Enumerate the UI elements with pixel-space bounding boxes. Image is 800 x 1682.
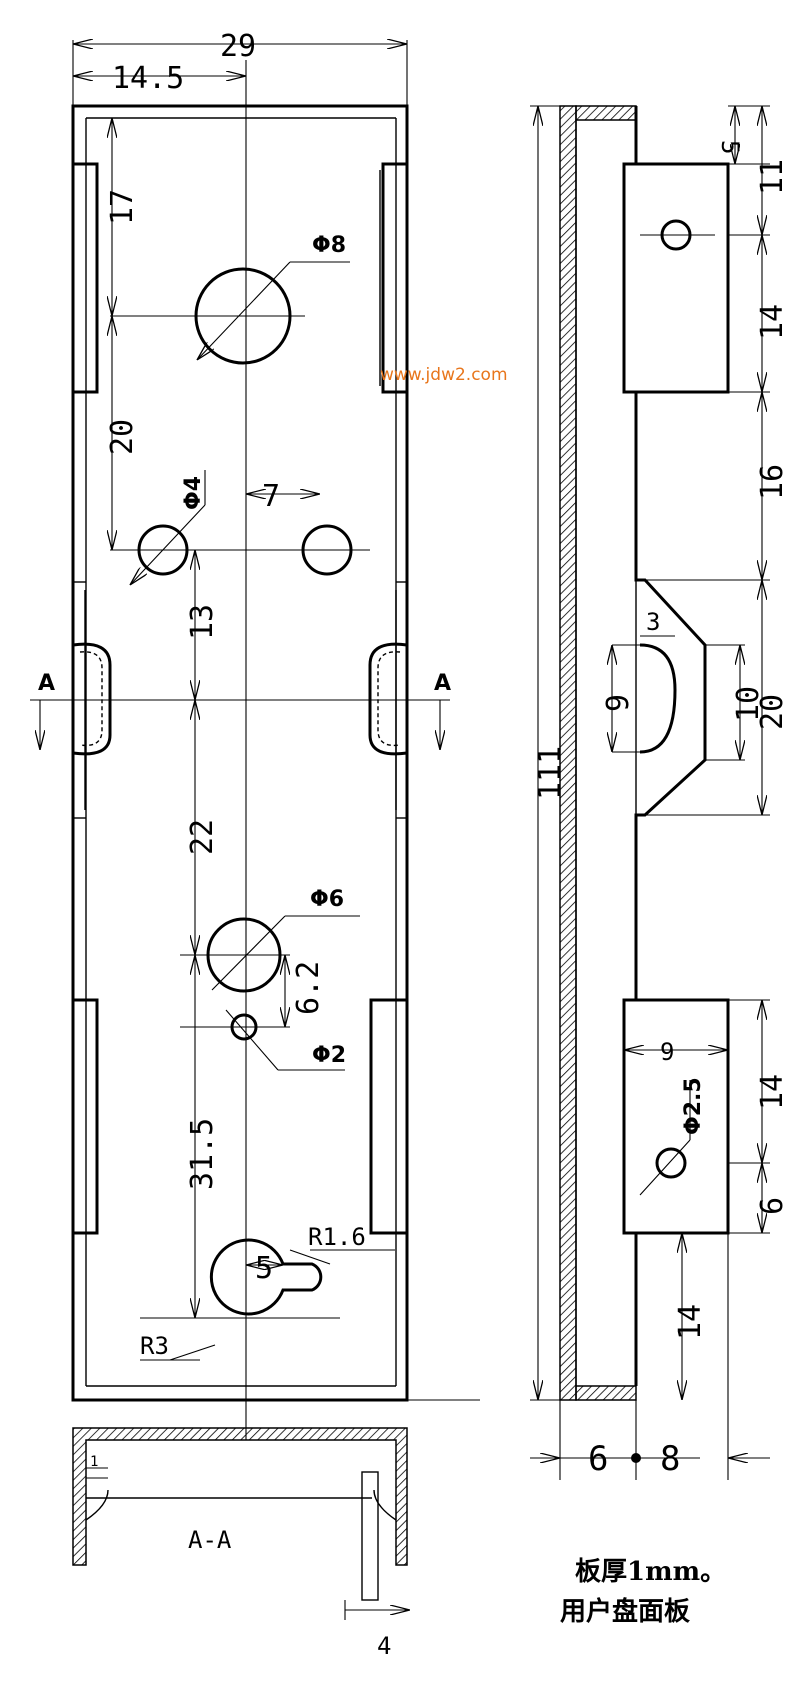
left-flange-top <box>71 162 99 394</box>
note-thickness: 板厚1mm。 <box>575 1557 726 1587</box>
side-dim-111: 111 <box>533 746 568 800</box>
dim-7: 7 <box>262 479 280 514</box>
dim-14-5: 14.5 <box>112 61 184 96</box>
dim-22: 22 <box>185 819 220 855</box>
right-latch <box>368 642 408 756</box>
label-d4: Φ4 <box>181 476 206 510</box>
right-flange-top <box>381 162 409 394</box>
dim-20: 20 <box>105 419 140 455</box>
side-dim-3: 3 <box>646 608 660 636</box>
side-dim-14-bottom: 14 <box>673 1304 708 1340</box>
dim-4: 4 <box>377 1632 391 1660</box>
watermark: www.jdw2.com <box>380 365 508 385</box>
side-dim-8-bottom: 8 <box>660 1439 680 1479</box>
side-label-d2-5: Φ2.5 <box>681 1077 706 1135</box>
side-dim-6-small: 6 <box>755 1197 790 1215</box>
dim-31-5: 31.5 <box>185 1118 220 1190</box>
label-d8: Φ8 <box>312 233 346 258</box>
side-bracket-top <box>622 162 730 394</box>
section-a-a <box>72 1427 410 1620</box>
side-dim-9-width: 9 <box>660 1038 674 1066</box>
front-outline <box>71 104 409 1402</box>
section-mark-left: A <box>38 671 55 696</box>
side-dim-14-top: 14 <box>755 304 790 340</box>
label-d6: Φ6 <box>310 887 344 912</box>
side-view <box>530 105 770 1480</box>
front-view <box>30 40 480 1440</box>
side-dim-11: 11 <box>755 159 790 195</box>
side-bracket-bottom <box>622 998 730 1235</box>
dim-29: 29 <box>220 29 256 64</box>
side-dim-14-mid: 14 <box>755 1074 790 1110</box>
side-slot <box>639 643 677 754</box>
label-r3: R3 <box>140 1332 169 1360</box>
side-dim-5: 5 <box>716 140 744 154</box>
side-hole-bottom <box>655 1147 687 1179</box>
label-r1-6: R1.6 <box>308 1223 366 1251</box>
dim-17: 17 <box>105 189 140 225</box>
side-dim-6-bottom: 6 <box>588 1439 608 1479</box>
note-title: 用户盘面板 <box>560 1596 690 1627</box>
left-latch <box>72 642 112 756</box>
left-flange-bottom <box>71 998 99 1235</box>
label-d2: Φ2 <box>312 1043 346 1068</box>
side-dim-9-slot: 9 <box>601 694 636 712</box>
side-dim-20: 20 <box>755 694 790 730</box>
section-mark-right: A <box>434 671 451 696</box>
dim-1: 1 <box>90 1454 98 1470</box>
right-flange-bottom <box>369 998 409 1235</box>
section-label: A-A <box>188 1526 232 1554</box>
dim-6-2: 6.2 <box>291 961 326 1015</box>
side-dim-16: 16 <box>755 464 790 500</box>
dim-5: 5 <box>255 1251 273 1286</box>
side-profile <box>634 392 707 1000</box>
dim-13: 13 <box>185 604 220 640</box>
side-dim-10: 10 <box>731 686 766 722</box>
keyhole-slot <box>209 1238 323 1316</box>
